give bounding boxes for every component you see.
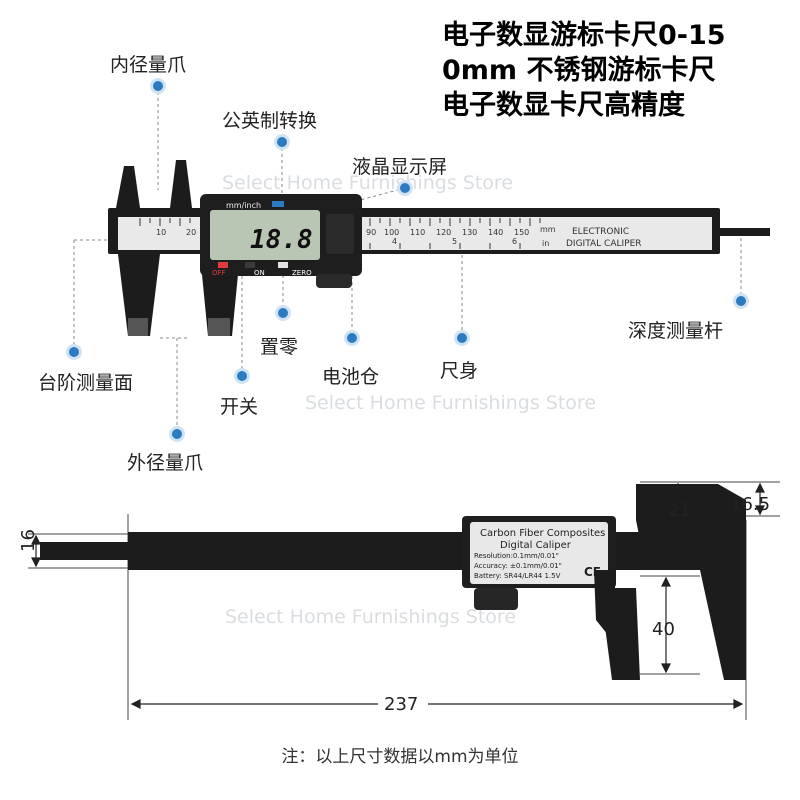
lcd-reading: 18.8 (250, 225, 313, 255)
off-button: OFF (212, 269, 226, 277)
scale-label: 120 (436, 228, 451, 237)
battery-text: Battery: SR44/LR44 1.5V (474, 572, 561, 580)
lcd-screen (210, 210, 320, 260)
label-inner-jaw: 内径量爪 (110, 54, 187, 76)
watermark: Select Home Furnishings Store (225, 606, 517, 628)
inch-label: 4 (392, 237, 397, 246)
label-unit-switch: 公英制转换 (222, 110, 318, 132)
product-title: 电子数显游标卡尺0-15 0mm 不锈钢游标卡尺 电子数显卡尺高精度 (442, 18, 792, 123)
scale-label: 20 (186, 228, 196, 237)
caliper-front-view: 10 20 90 100 110 120 130 140 150 4 5 6 m… (73, 86, 770, 430)
callout-dot (237, 371, 247, 381)
unit-label: mm/inch (226, 201, 261, 210)
caliper-back-view: Carbon Fiber Composites Digital Caliper … (18, 481, 780, 720)
brand-line-2: DIGITAL CALIPER (566, 239, 642, 249)
label-power: 开关 (220, 396, 259, 418)
on-button: ON (254, 269, 265, 277)
label-depth-rod: 深度测量杆 (628, 320, 724, 342)
dim-rod-height: 16 (18, 529, 39, 552)
back-label-1: Carbon Fiber Composites (480, 528, 605, 539)
callout-dot (278, 308, 288, 318)
callout-dot (153, 81, 163, 91)
callout-dot (172, 429, 182, 439)
scale-label: 100 (384, 228, 399, 237)
label-outer-jaw: 外径量爪 (127, 452, 204, 474)
callout-dot (457, 333, 467, 343)
scale-label: 10 (156, 228, 166, 237)
callout-dot (69, 347, 79, 357)
label-step-face: 台阶测量面 (38, 372, 134, 394)
scale-label: 130 (462, 228, 477, 237)
label-lcd: 液晶显示屏 (352, 156, 448, 178)
scale-label: 150 (514, 228, 529, 237)
title-line-3: 电子数显卡尺高精度 (442, 90, 685, 121)
brand-line-1: ELECTRONIC (572, 227, 629, 237)
label-zero: 置零 (260, 336, 299, 358)
callout-dot (400, 183, 410, 193)
unit-note: 注：以上尺寸数据以mm为单位 (281, 747, 519, 767)
label-battery: 电池仓 (322, 366, 380, 388)
inch-label: 6 (512, 237, 517, 246)
callout-dot (277, 137, 287, 147)
spec-label (470, 522, 608, 584)
title-line-2: 0mm 不锈钢游标卡尺 (442, 55, 716, 86)
dim-jaw-gap: 21 (668, 500, 691, 521)
callout-leaders (73, 86, 742, 430)
scale-ticks (139, 218, 541, 249)
resolution-text: Resolution:0.1mm/0.01" (474, 552, 559, 560)
watermark: Select Home Furnishings Store (305, 392, 597, 414)
unit-mm: mm (540, 225, 556, 234)
callout-dot (347, 333, 357, 343)
scale-label: 140 (488, 228, 503, 237)
callout-dot (736, 296, 746, 306)
title-line-1: 电子数显游标卡尺0-15 (442, 20, 726, 51)
dim-total-length: 237 (384, 694, 418, 715)
inch-label: 5 (452, 237, 457, 246)
scale-label: 110 (410, 228, 425, 237)
accuracy-text: Accuracy: ±0.1mm/0.01" (474, 562, 562, 570)
label-body: 尺身 (440, 360, 479, 382)
zero-button: ZERO (292, 269, 312, 277)
scale-label: 90 (366, 228, 376, 237)
dim-jaw-length: 40 (652, 619, 675, 640)
unit-in: in (542, 239, 549, 248)
watermark: Select Home Furnishings Store (222, 172, 514, 194)
back-label-2: Digital Caliper (500, 540, 572, 551)
dim-jaw-width: 16.5 (730, 494, 770, 515)
